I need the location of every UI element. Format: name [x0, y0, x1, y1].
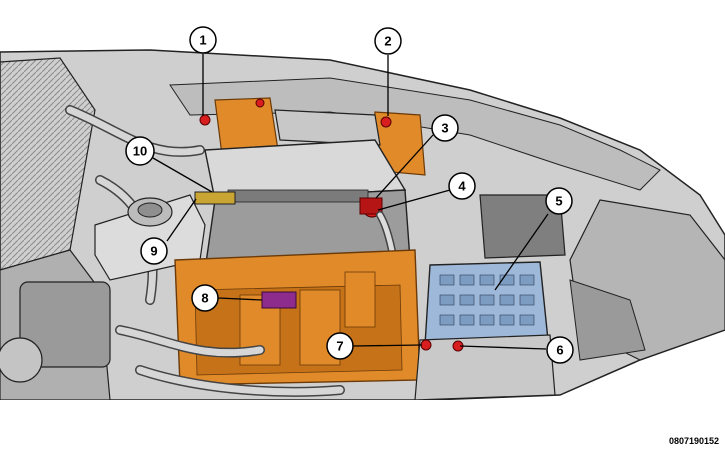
left-round-part [0, 337, 43, 383]
reservoir-cap-top [137, 202, 163, 218]
fuse-box-terminal-left [420, 339, 432, 351]
leader-lines [152, 54, 549, 350]
bracket-nut-top [255, 98, 265, 108]
callout-10: 10 [125, 136, 155, 166]
callout-2-label: 2 [384, 34, 391, 49]
figure-id: 0807190152 [668, 436, 719, 446]
right-module [479, 194, 566, 259]
air-filter-box [19, 281, 111, 368]
lower-hose-2-inner [136, 366, 344, 396]
purple-connector [261, 291, 297, 309]
leader-line-4 [377, 189, 451, 211]
callout-7: 7 [326, 332, 354, 360]
callout-6: 6 [546, 336, 574, 364]
leader-line-7 [352, 344, 423, 347]
callout-8-label: 8 [201, 291, 208, 306]
callout-1-label: 1 [199, 33, 206, 48]
callout-9-label: 9 [150, 244, 157, 259]
callout-7-label: 7 [336, 339, 343, 354]
battery-label-strip [227, 189, 369, 203]
negative-terminal-clamp [194, 191, 236, 205]
callout-4: 4 [448, 172, 476, 200]
callout-6-label: 6 [556, 343, 563, 358]
callout-5-label: 5 [555, 194, 562, 209]
leader-line-5 [494, 213, 549, 291]
leader-line-6 [459, 345, 547, 350]
bracket-nut-left [199, 114, 211, 126]
fuse-slots [439, 274, 535, 326]
right-bracket-panel [569, 279, 646, 361]
callout-9: 9 [140, 237, 168, 265]
bracket-nut-right [380, 116, 392, 128]
upper-bracket [274, 109, 381, 146]
leader-line-3 [375, 134, 434, 199]
lower-hose-1-inner [116, 326, 264, 357]
callout-3-label: 3 [441, 121, 448, 136]
tray-lower-post [344, 271, 376, 328]
callout-3: 3 [431, 114, 459, 142]
callout-4-label: 4 [458, 179, 466, 194]
positive-terminal-cover [359, 197, 383, 215]
callout-2: 2 [374, 27, 402, 55]
lower-blank-area [0, 400, 725, 450]
leader-line-9 [166, 198, 197, 242]
callout-5: 5 [545, 187, 573, 215]
callout-1: 1 [189, 26, 217, 54]
callout-10-label: 10 [133, 144, 147, 159]
leader-line-8 [217, 297, 263, 301]
fuse-box-lower [414, 334, 556, 401]
leader-line-10 [152, 157, 213, 193]
callout-8: 8 [191, 284, 219, 312]
